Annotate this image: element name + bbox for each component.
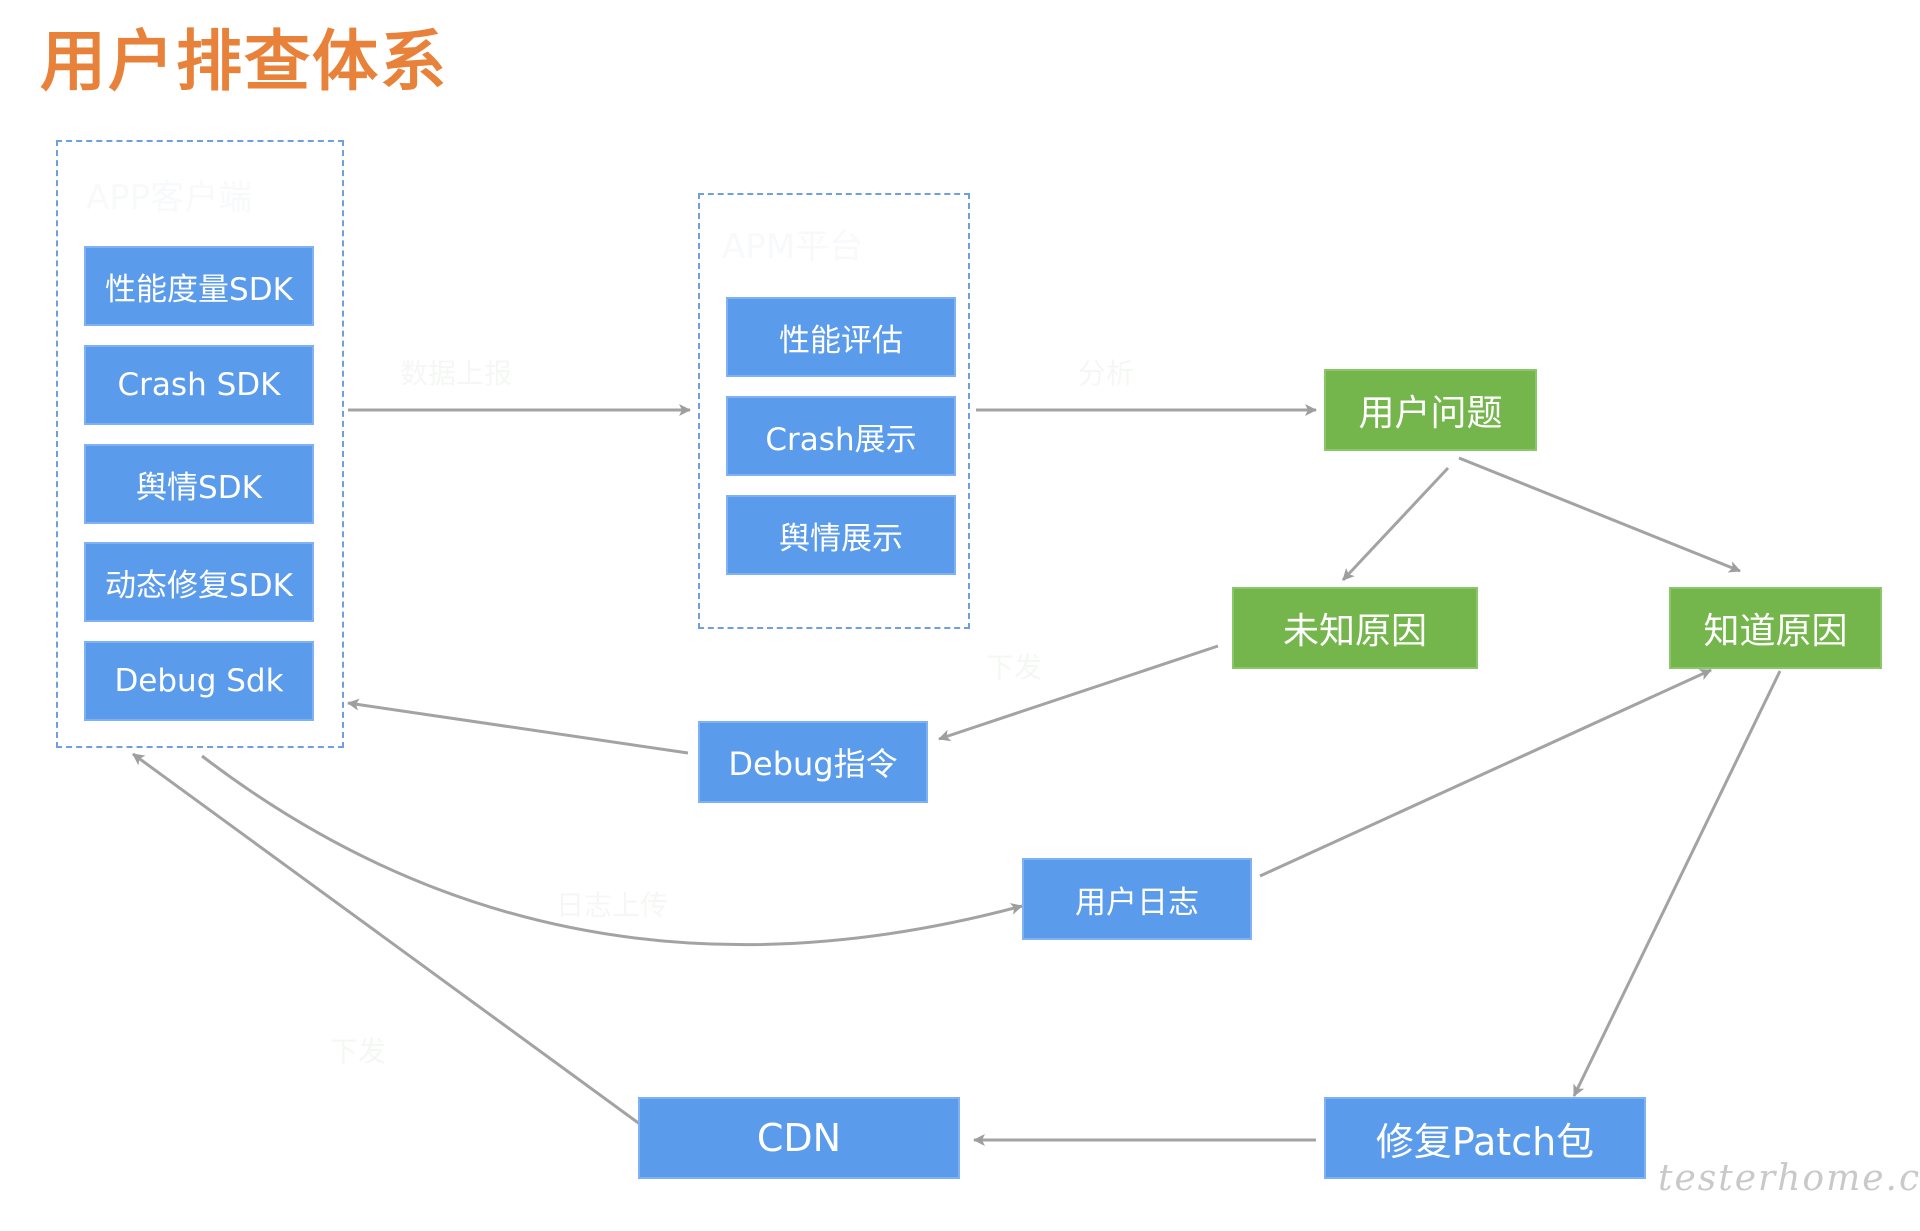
sdk-item-sentiment: 舆情SDK [84,444,314,524]
sdk-item-hotfix: 动态修复SDK [84,542,314,622]
platform-group: APM平台 [698,193,970,629]
arrow-cdn-to-sdk [132,752,649,1132]
platform-group-label: APM平台 [722,227,864,267]
sdk-group-label: APP客户端 [86,178,253,218]
node-debug-command: Debug指令 [698,721,928,803]
sdk-item-debug: Debug Sdk [84,641,314,721]
arrow-problem-to-unknown [1341,466,1450,582]
platform-item-performance-eval: 性能评估 [726,297,956,377]
arrow-known-to-patch [1572,670,1782,1097]
edge-label-analysis: 分析 [1078,357,1135,390]
arrow-debug-to-sdk [347,698,689,755]
page-title: 用户排查体系 [40,23,448,100]
platform-item-crash-display: Crash展示 [726,396,956,476]
sdk-item-performance: 性能度量SDK [84,246,314,326]
sdk-item-crash: Crash SDK [84,345,314,425]
edge-label-distribute: 下发 [330,1035,387,1068]
node-unknown-cause: 未知原因 [1232,587,1478,669]
platform-item-sentiment-display: 舆情展示 [726,495,956,575]
node-user-log: 用户日志 [1022,858,1252,940]
arrow-unknown-to-debug [938,644,1219,742]
edge-label-log-upload: 日志上传 [556,889,669,922]
edge-label-report: 数据上报 [400,357,513,390]
arrow-user-log-to-known [1259,668,1712,878]
arrow-sdk-to-user-log [201,754,1023,947]
node-patch-package: 修复Patch包 [1324,1097,1646,1179]
node-user-problem: 用户问题 [1324,369,1537,451]
node-known-cause: 知道原因 [1669,587,1882,669]
watermark: testerhome.com [1658,1158,1920,1199]
sdk-group: APP客户端 [56,140,344,748]
edge-label-send: 下发 [986,651,1043,684]
arrow-problem-to-known [1458,456,1741,573]
node-cdn: CDN [638,1097,960,1179]
